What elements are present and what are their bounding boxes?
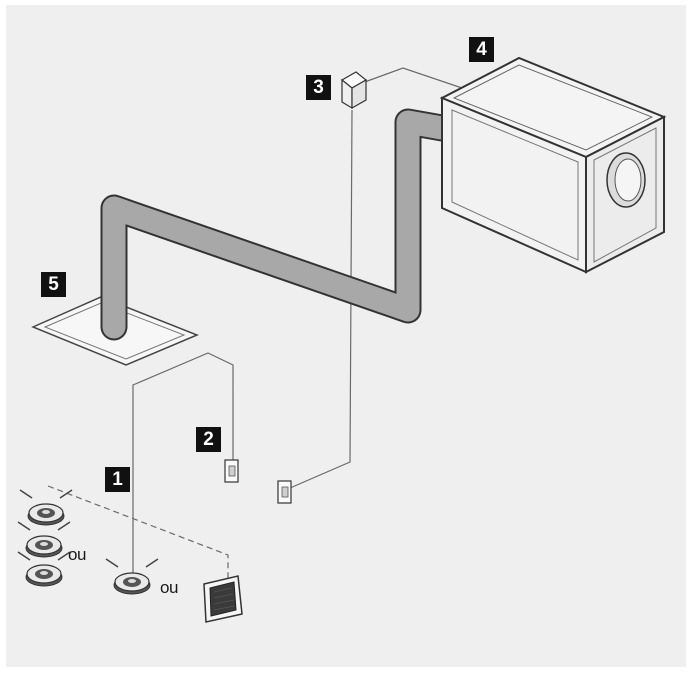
sensor-icon-3 [17, 551, 71, 587]
ventilation-unit-box [439, 56, 667, 274]
callout-1: 1 [105, 467, 130, 492]
or-label-right: ou [160, 578, 178, 597]
switch-module-b [277, 480, 292, 504]
controller-module [340, 71, 368, 110]
callout-2: 2 [196, 427, 221, 452]
callout-5: 5 [41, 272, 66, 297]
sensor-icon-single [105, 558, 159, 595]
dashed-option-link [47, 485, 229, 580]
wall-switch-panel [203, 575, 243, 623]
wire-sensor-to-switch [132, 352, 234, 575]
wire-controller-to-unit [361, 67, 463, 89]
ventilation-duct [100, 108, 456, 341]
callout-3: 3 [306, 75, 331, 100]
sensor-icon-1 [19, 489, 73, 526]
sensor-icon-2 [17, 521, 71, 558]
callout-4: 4 [469, 37, 494, 62]
wire-switch-to-controller [289, 109, 353, 489]
switch-module-a [224, 459, 239, 483]
or-label-left: ou [68, 545, 86, 564]
